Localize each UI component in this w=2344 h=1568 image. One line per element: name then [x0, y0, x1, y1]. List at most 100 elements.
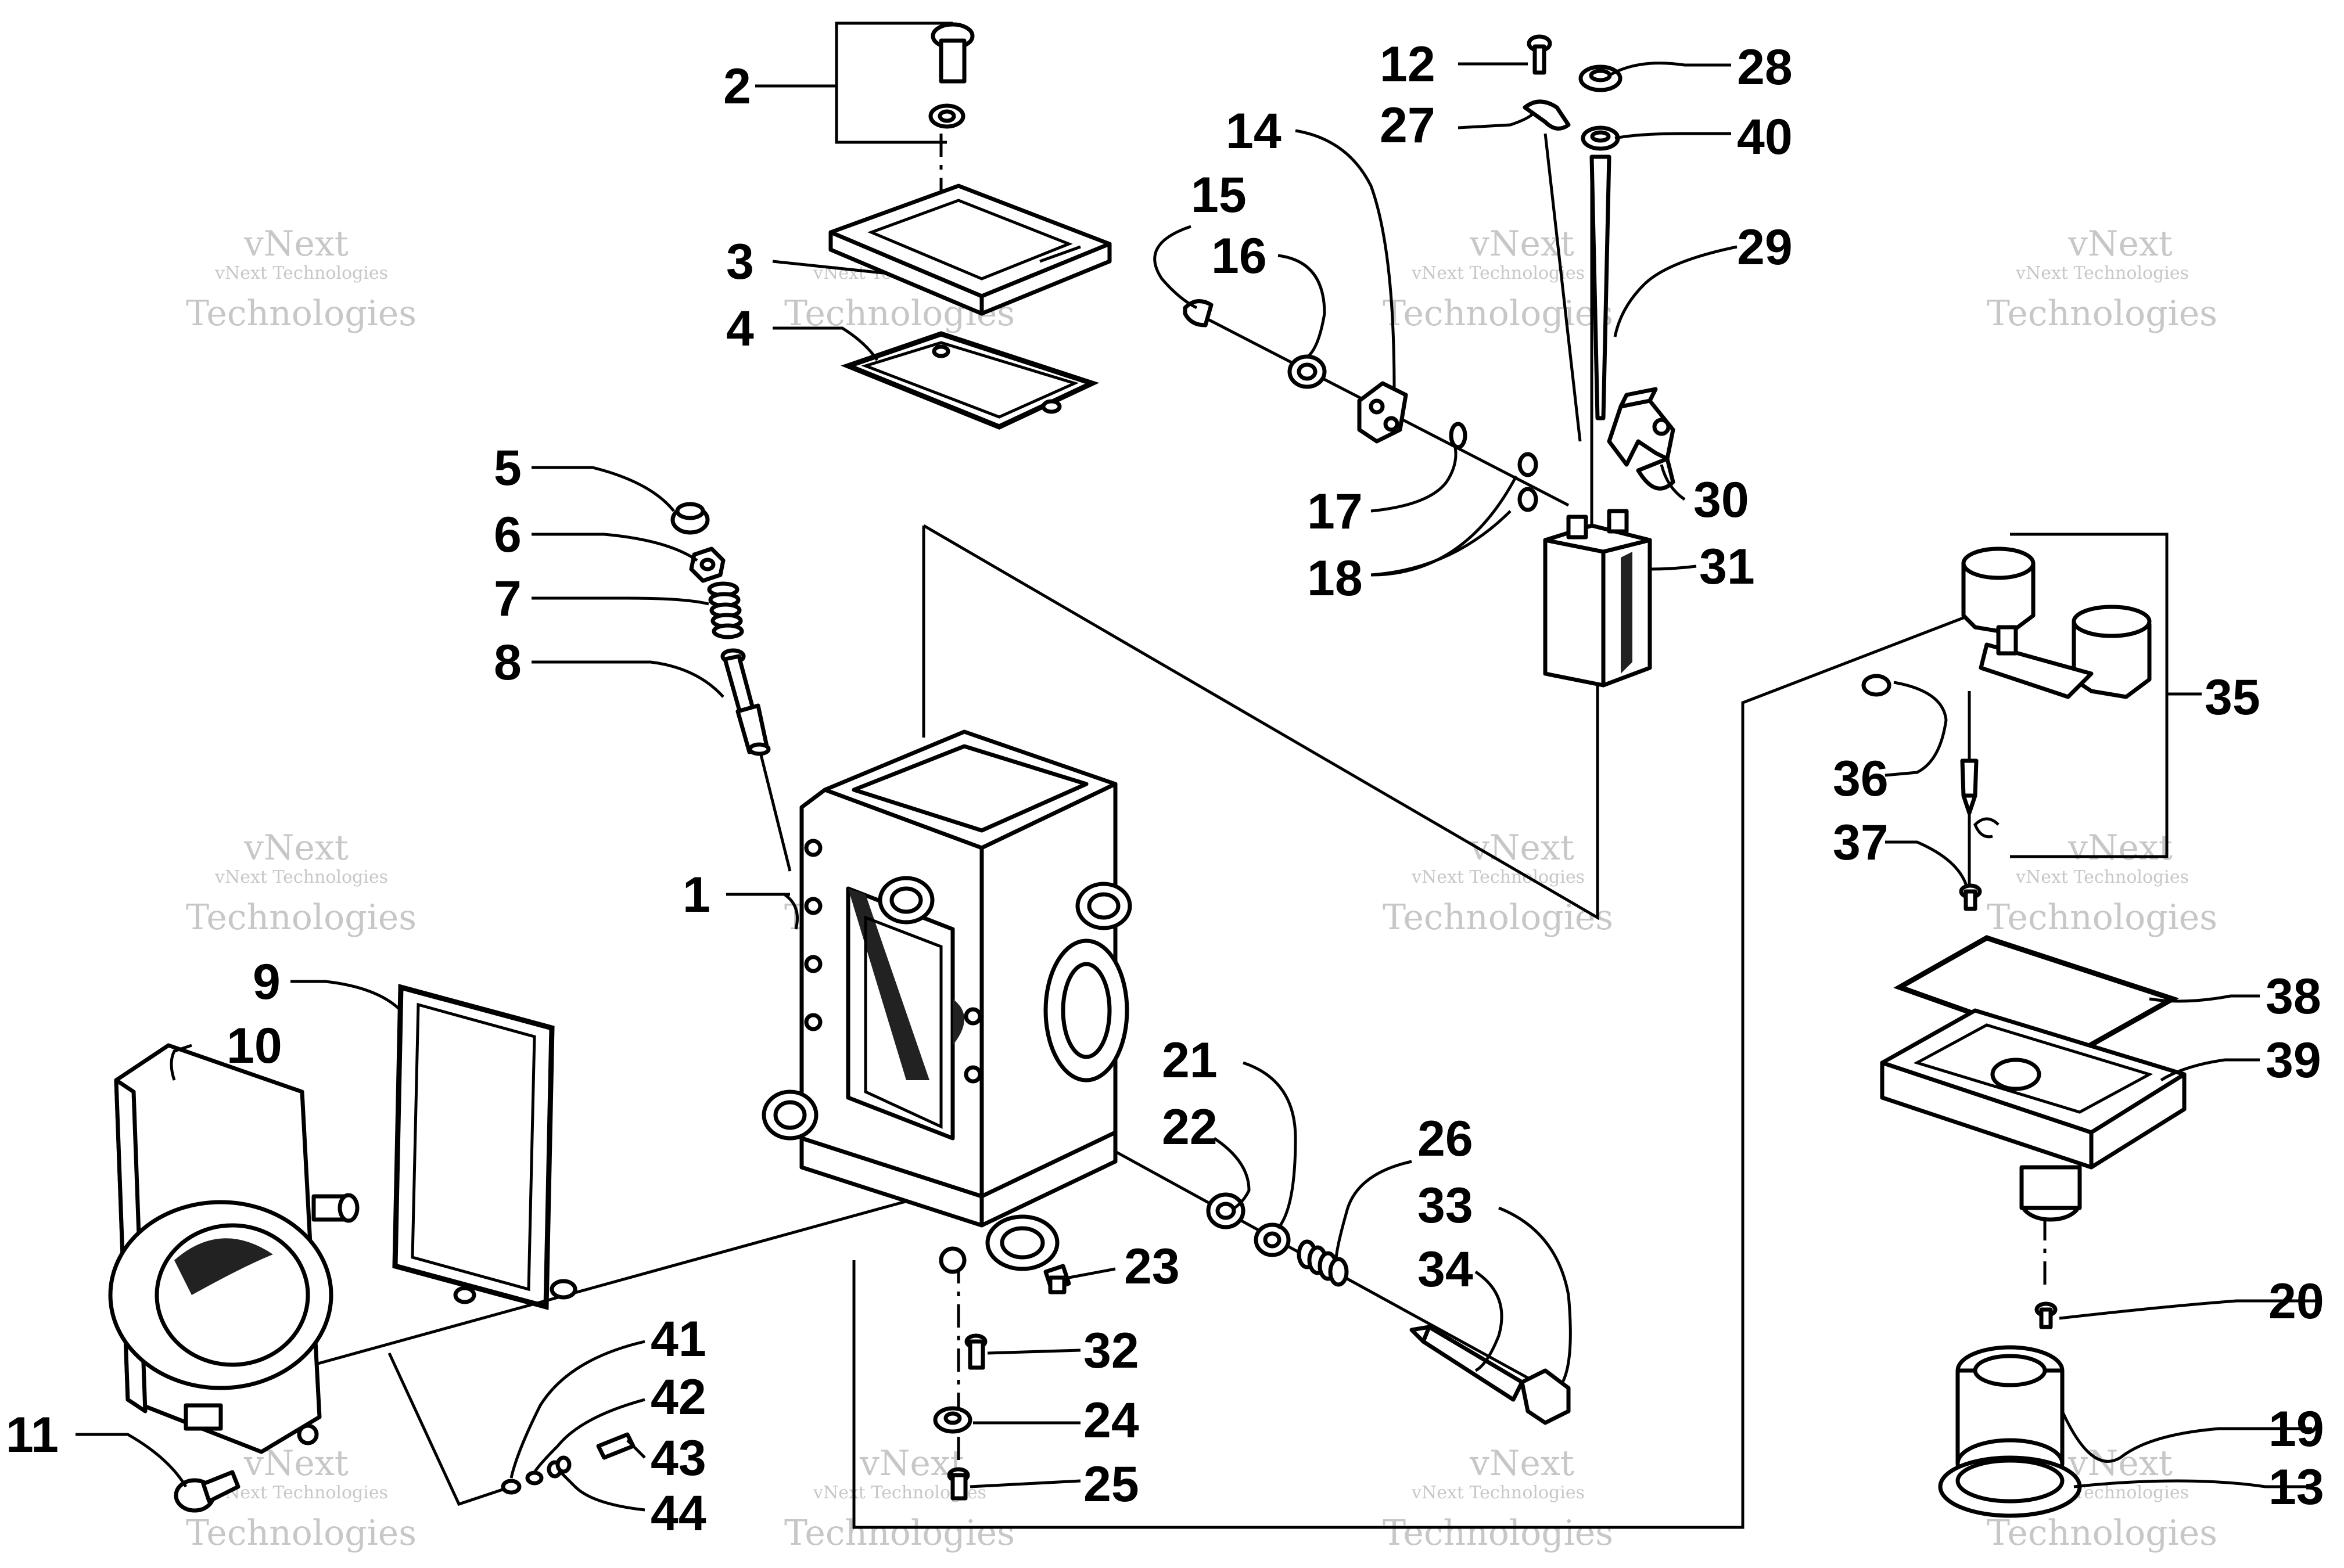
leader-39	[2160, 1058, 2260, 1082]
float-clip	[1973, 817, 2000, 839]
part-30-lever	[1607, 387, 1675, 491]
watermark: vNext vNext Technologies Technologies	[1383, 828, 1613, 938]
watermark-line1: vNext	[859, 1443, 964, 1484]
part-17-pin	[1449, 422, 1467, 449]
axis-line-27	[1543, 133, 1582, 442]
leader-27	[1458, 112, 1535, 130]
leader-18a	[1370, 510, 1512, 577]
watermark-small: vNext Technologies	[1411, 867, 1585, 887]
callout-18: 18	[1307, 551, 1363, 606]
watermark-line2: Technologies	[1383, 293, 1613, 334]
leader-38	[2149, 994, 2260, 1003]
watermark-small: vNext Technologies	[2015, 263, 2189, 283]
watermark-line2: Technologies	[186, 293, 417, 334]
callout-29: 29	[1737, 220, 1793, 275]
leader-41	[509, 1340, 645, 1479]
watermark-small: vNext Technologies	[214, 263, 388, 283]
part-34-screw	[1409, 1325, 1524, 1402]
watermark-line2: Technologies	[1987, 293, 2217, 334]
part-23-jet	[1043, 1264, 1071, 1294]
callout-12: 12	[1380, 37, 1435, 92]
leader-15	[1153, 225, 1198, 310]
watermark: vNext vNext Technologies Technologies	[186, 224, 417, 334]
part-29-needle	[1589, 154, 1611, 420]
axis-line-41-44	[387, 1352, 512, 1506]
watermark-line2: Technologies	[186, 897, 417, 938]
callout-27: 27	[1380, 98, 1435, 153]
leader-28	[1608, 62, 1731, 77]
leader-6	[532, 533, 698, 562]
leader-21	[1243, 1061, 1297, 1229]
part-1-carb-body	[762, 729, 1132, 1274]
leader-29	[1613, 245, 1738, 337]
leader-3	[772, 260, 884, 275]
watermark-line1: vNext	[2067, 1443, 2173, 1484]
watermark: vNext vNext Technologies Technologies	[1987, 828, 2217, 938]
watermarks: vNext vNext Technologies Technologies vN…	[186, 224, 2217, 1553]
callout-3: 3	[726, 234, 754, 290]
part-39-bowl	[1880, 1008, 2187, 1222]
callout-2: 2	[723, 59, 751, 114]
leader-lines	[76, 62, 2318, 1512]
watermark-small: vNext Technologies	[214, 1483, 388, 1503]
leader-37	[1885, 840, 1968, 886]
leader-34	[1474, 1270, 1503, 1372]
part-13-cap	[1938, 1455, 2082, 1518]
callout-5: 5	[494, 440, 522, 496]
callout-30: 30	[1693, 472, 1749, 528]
callout-4: 4	[726, 301, 754, 357]
callout-37: 37	[1833, 815, 1889, 871]
callout-labels: 1 2 3 4 5 6 7 8 9 10 11 12 13 14 15 16 1…	[6, 37, 2324, 1541]
part-27-clip	[1523, 99, 1571, 131]
parts	[108, 22, 2187, 1518]
part-14-bracket	[1357, 381, 1408, 444]
callout-31: 31	[1699, 539, 1755, 595]
leader-43	[626, 1439, 646, 1459]
callout-6: 6	[494, 507, 522, 563]
part-18-pins	[1517, 452, 1538, 512]
callout-7: 7	[494, 571, 522, 627]
leader-32	[987, 1348, 1081, 1355]
watermark-line1: vNext	[1469, 1443, 1574, 1484]
callout-15: 15	[1191, 167, 1247, 223]
watermark-small: vNext Technologies	[1411, 1483, 1585, 1503]
watermark-line2: Technologies	[1383, 897, 1613, 938]
part-36-oring	[1861, 674, 1891, 697]
part-33-knob	[1520, 1368, 1571, 1425]
part-41-washer	[501, 1479, 522, 1495]
part-10-housing	[108, 1043, 360, 1454]
watermark-line2: Technologies	[1383, 1513, 1613, 1553]
part-9-gasket	[392, 984, 577, 1310]
float-needle	[1960, 758, 1979, 815]
part-35-float	[1961, 546, 2152, 699]
leader-44	[559, 1471, 645, 1512]
leader-36	[1884, 681, 1948, 777]
watermark-line2: Technologies	[1987, 1513, 2217, 1553]
leader-13	[2073, 1479, 2312, 1488]
leader-1	[783, 893, 799, 930]
callout-38: 38	[2266, 969, 2321, 1024]
leader-25	[970, 1479, 1081, 1488]
part-44-screw	[596, 1432, 636, 1460]
callout-33: 33	[1417, 1178, 1473, 1233]
leader-33	[1498, 1206, 1572, 1383]
watermark: vNext vNext Technologies Technologies	[1987, 224, 2217, 334]
callout-24: 24	[1083, 1393, 1139, 1448]
leader-17	[1370, 447, 1458, 513]
watermark: vNext vNext Technologies Technologies	[186, 828, 417, 938]
callout-40: 40	[1737, 109, 1793, 165]
callout-42: 42	[651, 1369, 706, 1425]
watermark-small: vNext Technologies	[214, 867, 388, 887]
part-5-cap	[670, 502, 710, 535]
watermark-small: vNext Technologies	[2015, 867, 2189, 887]
callout-39: 39	[2266, 1033, 2321, 1088]
callout-28: 28	[1737, 39, 1793, 95]
axis-line-8	[756, 743, 792, 872]
watermark-line1: vNext	[1469, 828, 1574, 868]
leader-23	[1068, 1267, 1116, 1279]
leader-40	[1614, 132, 1731, 140]
callout-13: 13	[2268, 1459, 2324, 1515]
part-2-screw	[928, 22, 975, 129]
part-25-jet	[947, 1467, 970, 1501]
